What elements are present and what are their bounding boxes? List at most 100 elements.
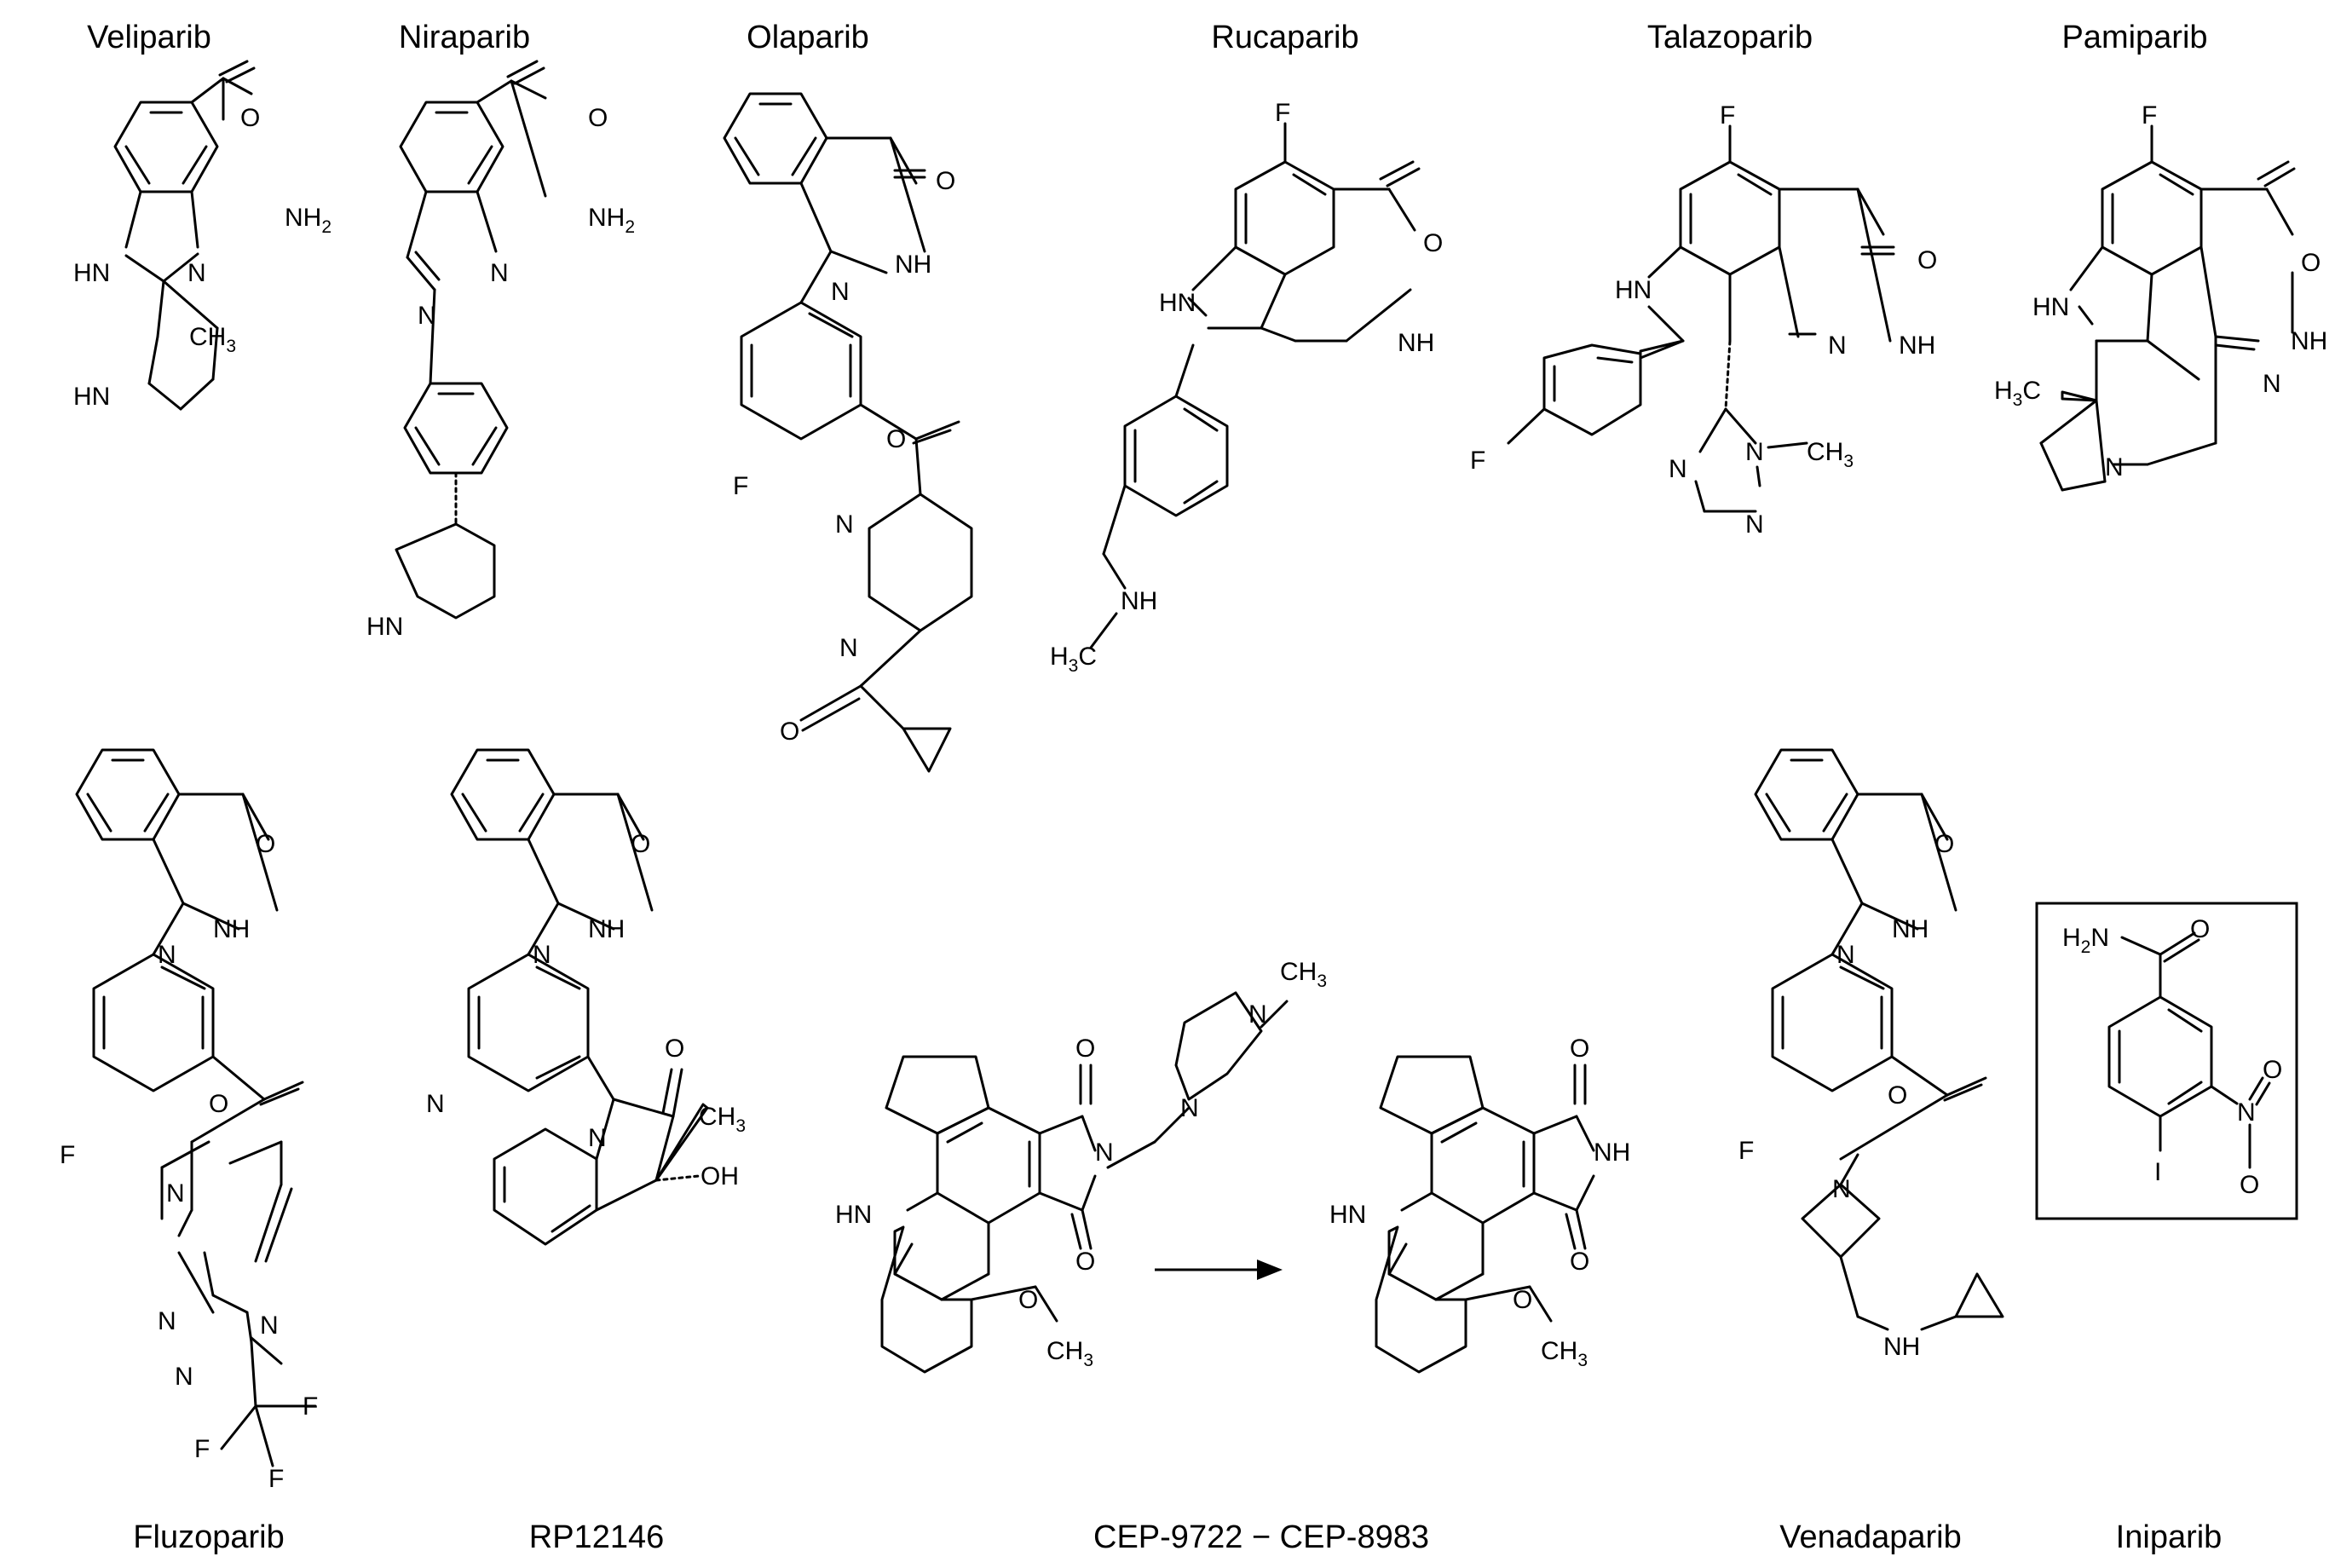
atom-ch3: CH3 [699,1103,746,1136]
atom-nh-amine: NH [1121,587,1157,615]
atom-f-phenyl: F [1470,447,1485,475]
atom-f-3: F [268,1465,284,1493]
atoms-rucaparib: F O HN NH NH H3C [1050,99,1443,676]
label-talazoparib: Talazoparib [1646,20,1813,55]
atom-o-2: O [1570,1248,1589,1276]
atoms-niraparib: O NH2 N N HN [366,104,635,641]
atom-hn: HN [1615,276,1652,304]
atoms-talazoparib: F O HN NH N N CH3 N N F [1470,101,1937,539]
atom-o-2: O [1075,1248,1095,1276]
structure-iniparib [2107,931,2271,1169]
atom-nh-amine: NH [1883,1333,1920,1361]
atom-o: O [936,167,955,195]
atom-n-pyridine: N [426,1090,445,1118]
atom-n-piperazine-2: N [839,634,858,662]
atom-n-indazole: N [418,302,436,330]
atoms-olaparib: O NH N O F N N O [733,167,955,746]
atom-hn: HN [366,613,403,641]
atom-hn: HN [1159,289,1196,317]
atom-n-azetidine: N [1832,1175,1851,1203]
atom-n-oxindole: N [588,1124,607,1152]
iniparib-box [2035,902,2298,1220]
atom-o: O [2301,249,2321,277]
atom-o-methoxy: O [1018,1286,1038,1314]
atom-n-triazole-3: N [1745,510,1764,539]
label-fluzoparib: Fluzoparib [133,1519,285,1555]
label-veliparib: Veliparib [87,20,211,55]
atom-n: N [1095,1139,1114,1167]
atom-nh: NH [1892,915,1929,943]
atoms-veliparib: O NH2 HN N CH3 HN [73,104,332,411]
atoms-cep-9722: O N O N N CH3 HN O CH3 [835,958,1327,1370]
atom-nh: NH [1398,329,1434,357]
atom-n-triazole: N [158,1307,176,1335]
atom-n-triazole-3: N [175,1363,193,1391]
atom-n-piperazine: N [835,510,854,539]
atoms-venadaparib: O NH N O F N NH [1738,830,1954,1361]
atom-n-piperazine: N [166,1179,185,1208]
atom-nh: NH [2291,327,2327,355]
atom-f-1: F [303,1392,318,1421]
structure-rucaparib [1089,122,1421,649]
atom-o: O [1075,1035,1095,1063]
atom-o-cyclopropyl: O [780,718,799,746]
atom-o-carbonyl: O [209,1090,228,1118]
atom-n: N [533,941,551,969]
atom-h3c: H3C [1994,377,2041,410]
structure-cep-8983 [1375,1055,1595,1374]
atom-o: O [631,830,650,858]
atom-nh: NH [213,915,250,943]
atom-nh2: NH2 [285,204,332,237]
atom-n-triazole-2: N [260,1311,279,1340]
atom-o: O [1917,246,1937,274]
atom-o: O [1570,1035,1589,1063]
atom-n: N [187,259,206,287]
atoms-pamiparib: F O HN NH N H3C N [1994,101,2327,481]
atom-ch3-methoxy: CH3 [1541,1337,1588,1370]
label-cep-9722-cep-8983: CEP-9722 − CEP-8983 [1093,1519,1429,1555]
atom-o: O [1423,229,1443,257]
atom-f-2: F [194,1435,210,1463]
atom-hn-pyrrolidine: HN [73,383,110,411]
label-niraparib: Niraparib [398,20,531,55]
structure-fluzoparib [75,748,317,1467]
label-iniparib: Iniparib [2115,1519,2223,1555]
label-pamiparib: Pamiparib [2061,20,2208,55]
structure-talazoparib [1507,124,1895,513]
atoms-cep-8983: O NH O HN O CH3 [1329,1035,1630,1370]
atom-f: F [1275,99,1290,127]
structure-venadaparib [1754,748,2004,1331]
atoms-rp12146: O NH N N O CH3 N OH [426,830,746,1190]
atom-o-oxindole: O [665,1035,684,1063]
atom-o-nitro-2: O [2240,1171,2259,1199]
reaction-arrow [1155,1260,1283,1280]
atom-f: F [1738,1137,1754,1165]
atom-n: N [2263,370,2281,398]
atoms-fluzoparib: O NH N O F N N N N F F F [60,830,318,1493]
atom-nh: NH [895,251,931,279]
atom-o-nitro: O [2263,1056,2282,1084]
atom-n: N [831,278,850,306]
atom-o-carbonyl: O [886,425,906,453]
atom-hn: HN [2032,293,2069,321]
structure-pamiparib [2039,124,2296,492]
atom-oh: OH [700,1162,739,1190]
atom-o: O [2190,915,2210,943]
structure-rp12146 [450,748,709,1246]
atom-n-piperazine: N [1180,1094,1199,1122]
atom-n: N [158,941,176,969]
structure-niraparib [395,60,547,620]
atom-nh: NH [1594,1139,1630,1167]
atom-o: O [240,104,260,132]
atom-h2n: H2N [2062,924,2109,957]
atom-hn: HN [73,259,110,287]
atom-f: F [2142,101,2157,130]
atom-ch3: CH3 [1280,958,1327,991]
structure-olaparib [723,92,973,773]
atom-nh: NH [1899,331,1935,360]
structure-veliparib [113,60,256,411]
atom-n: N [490,259,509,287]
atom-hn: HN [835,1201,872,1229]
atom-i: I [2154,1158,2161,1186]
